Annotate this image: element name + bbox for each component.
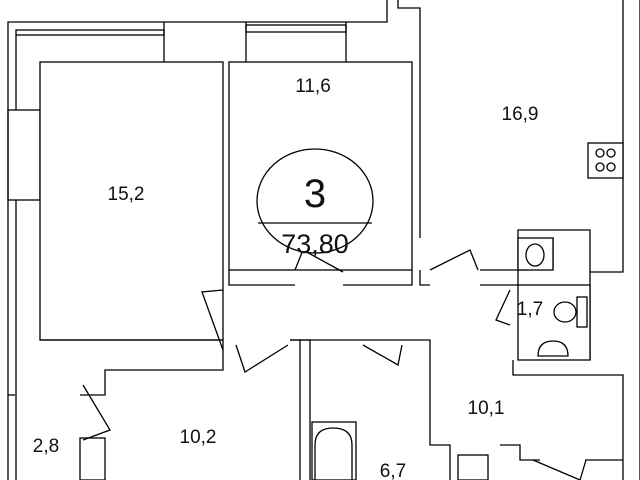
area-living-room: 15,2 <box>108 184 145 205</box>
fixtures <box>311 142 624 480</box>
sink-icon <box>517 237 554 271</box>
apartment-badge: 3 73,80 <box>256 148 374 259</box>
doors <box>82 249 587 480</box>
toilet-icon <box>553 296 588 328</box>
room-living <box>39 61 224 341</box>
area-room: 10,2 <box>180 427 217 448</box>
washbasin-icon <box>537 340 569 357</box>
area-toilet: 1,7 <box>517 299 543 320</box>
area-bedroom: 11,6 <box>295 76 331 97</box>
bathtub-icon <box>311 421 357 480</box>
room-toilet <box>517 284 591 361</box>
area-kitchen: 16,9 <box>502 104 539 125</box>
rooms-count: 3 <box>304 172 326 216</box>
stove-icon <box>587 142 624 179</box>
area-bathroom: 6,7 <box>380 461 406 480</box>
area-hallway: 10,1 <box>468 398 505 419</box>
area-storage: 2,8 <box>33 436 59 457</box>
total-area: 73,80 <box>281 229 349 259</box>
